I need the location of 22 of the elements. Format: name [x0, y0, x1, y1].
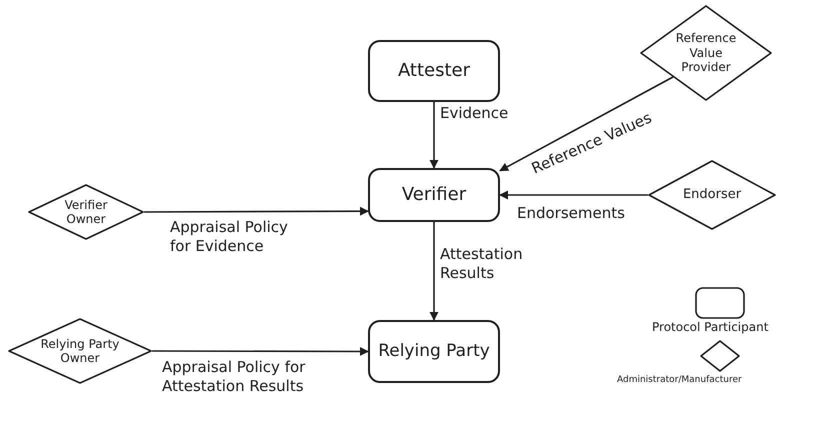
node-label: Verifier Owner: [64, 198, 108, 226]
node-label: Reference Value Provider: [674, 31, 738, 75]
participant-box: [368, 320, 500, 383]
participant-box: [368, 40, 500, 102]
administrator-diamond: [648, 160, 776, 230]
administrator-diamond: [8, 318, 152, 384]
arrow: [499, 76, 674, 172]
administrator-diamond: [28, 184, 144, 240]
arrow: [430, 102, 438, 169]
node-label: Endorser: [682, 187, 742, 203]
node-label: Attester: [398, 60, 470, 82]
node-label: Verifier: [402, 184, 466, 206]
arrow: [152, 346, 369, 356]
participant-box: [368, 168, 500, 222]
arrow: [144, 206, 369, 216]
arrow: [499, 190, 648, 200]
legend-label: Administrator/Manufacturer: [617, 375, 742, 385]
legend-label: Protocol Participant: [652, 320, 768, 334]
administrator-diamond: [640, 5, 772, 101]
node-label: Relying Party: [378, 341, 490, 362]
arrow: [430, 222, 438, 321]
node-label: Relying Party Owner: [40, 336, 120, 366]
